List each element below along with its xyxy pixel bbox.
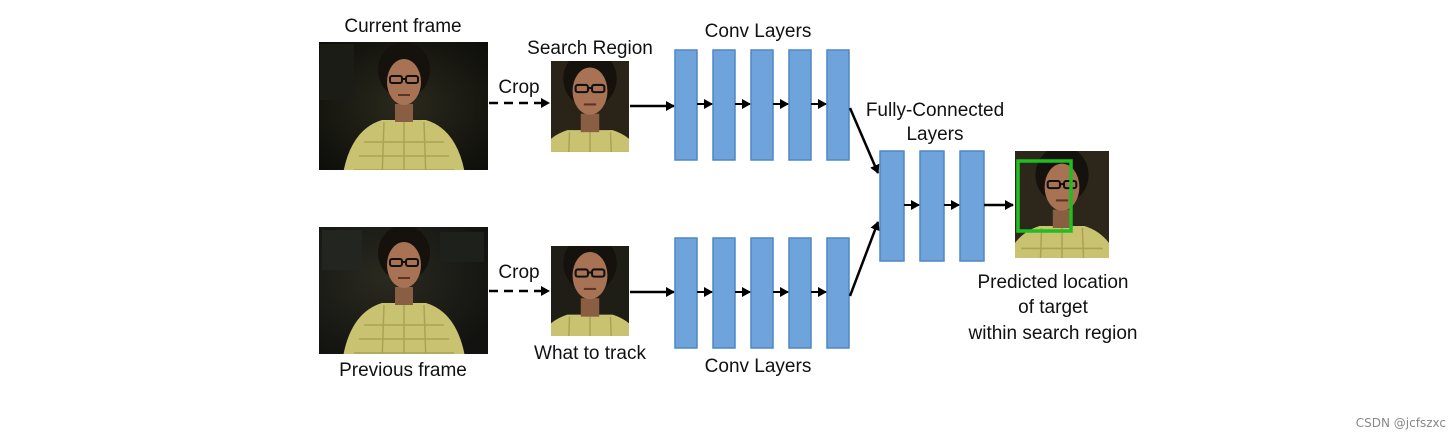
conv-layer [788,49,812,161]
previous-frame-label: Previous frame [339,360,467,381]
crop-label-bottom: Crop [498,262,540,283]
conv-layer [674,237,698,349]
conv-layer [788,237,812,349]
fc-layers [879,150,985,262]
fc-layer [879,150,905,262]
search-region-image [551,61,629,152]
fc-layers-label-line2: Layers [906,124,964,145]
previous-frame-image [319,227,488,354]
watermark: CSDN @jcfszxc [1355,416,1446,430]
current-frame-image [319,42,488,170]
current-frame-label: Current frame [344,16,462,37]
conv-layer [712,237,736,349]
predicted-label-line3: within search region [968,323,1138,344]
predicted-label-line1: Predicted location [977,272,1129,293]
what-to-track-image [551,246,629,336]
conv-layers-bottom-label: Conv Layers [704,356,812,377]
conv-layer [750,49,774,161]
predicted-label-line2: of target [1018,297,1088,318]
conv-layers-top [674,49,850,161]
fc-layer [919,150,945,262]
what-to-track-label: What to track [534,343,646,364]
crop-label-top: Crop [498,77,540,98]
conv-layers-top-label: Conv Layers [704,21,812,42]
arrow-bottom-to-fc [848,221,880,297]
predicted-bounding-box [1016,159,1073,233]
conv-layer [826,49,850,161]
conv-layer [750,237,774,349]
conv-layer [826,237,850,349]
fc-layer [959,150,985,262]
fc-layers-label-line1: Fully-Connected [865,100,1005,121]
conv-layers-bottom [674,237,850,349]
predicted-output-image [1015,151,1109,258]
conv-layer [712,49,736,161]
search-region-label: Search Region [527,38,653,59]
conv-layer [674,49,698,161]
arrow-top-to-fc [848,107,880,174]
